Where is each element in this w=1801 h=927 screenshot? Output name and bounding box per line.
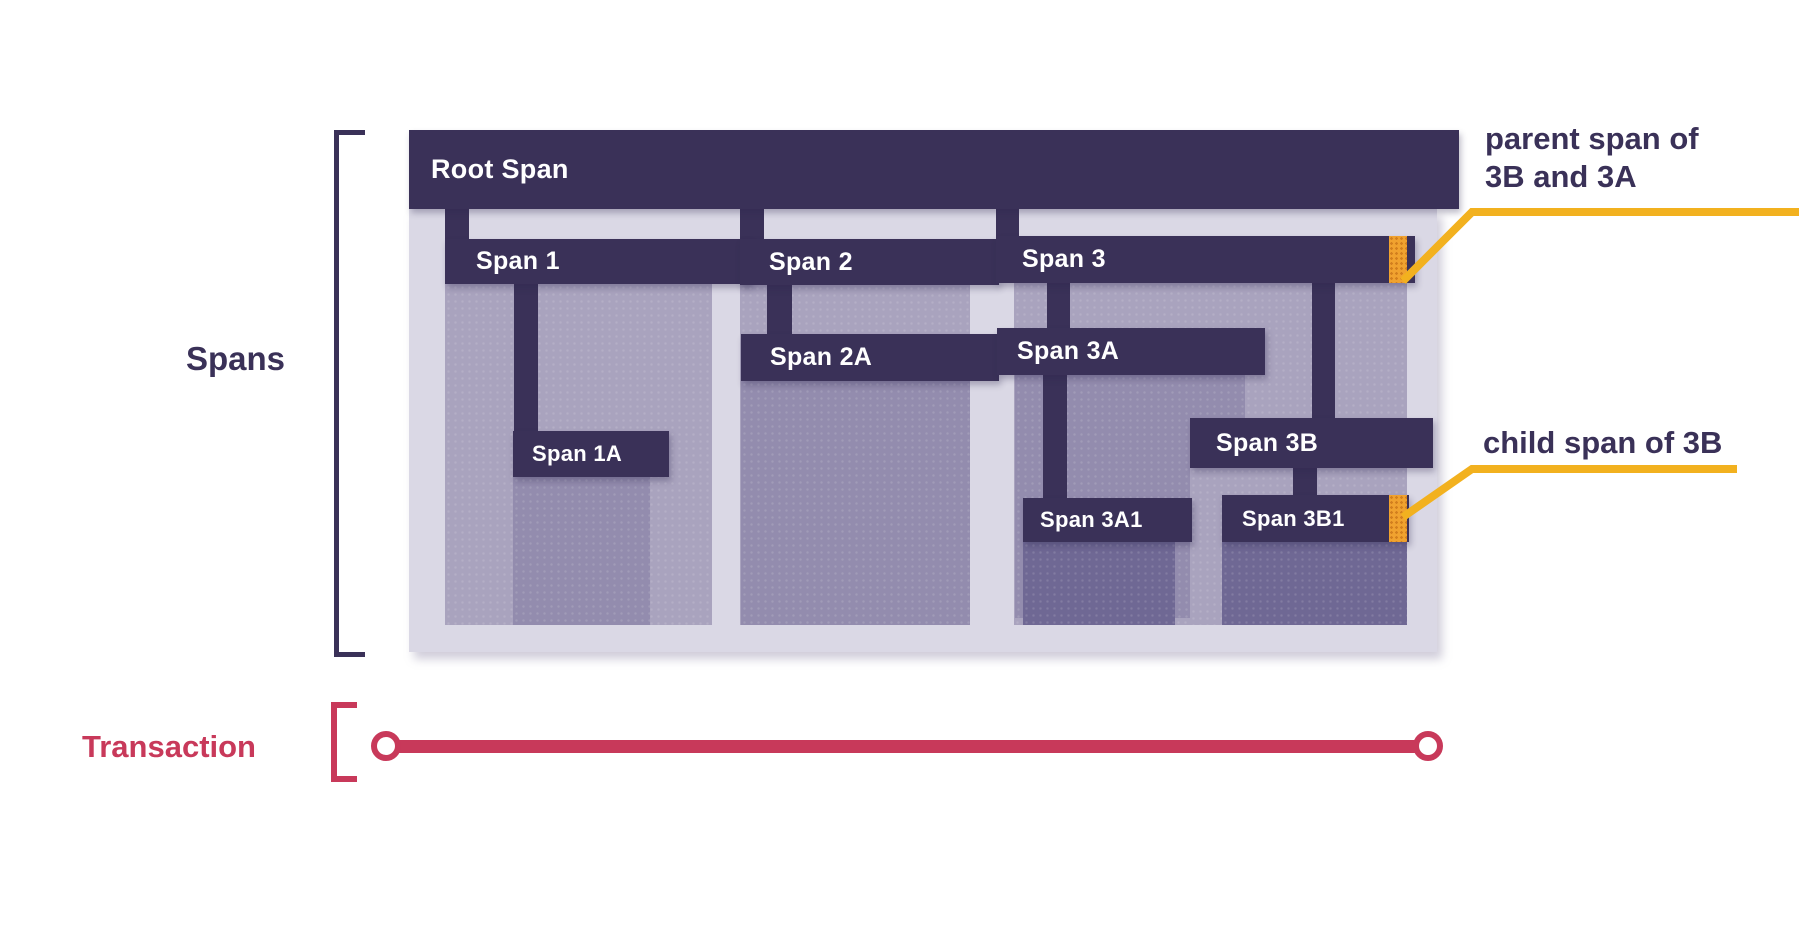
- transaction-start-dot: [371, 731, 401, 761]
- transaction-timeline: [399, 740, 1415, 753]
- span-2a-label: Span 2A: [770, 343, 873, 371]
- connector-span3a-to-span3a1: [1043, 375, 1067, 498]
- connector-span2-to-span2a: [767, 285, 792, 334]
- span-1-label: Span 1: [476, 247, 560, 275]
- span-2a-bar: Span 2A: [741, 334, 999, 381]
- connector-root-to-span3: [996, 208, 1019, 238]
- parent-annotation-line: [1400, 208, 1799, 284]
- connector-span3-to-span3b: [1312, 283, 1335, 418]
- span-3b1-bar: Span 3B1: [1222, 495, 1409, 542]
- parent-span-note: parent span of 3B and 3A: [1485, 120, 1699, 196]
- spans-bracket-bottom-cap: [334, 652, 365, 657]
- span-3b1-duration-fill: [1222, 542, 1407, 625]
- transaction-bracket-vertical: [331, 702, 337, 782]
- parent-span-note-line1: parent span of: [1485, 121, 1699, 156]
- span-1a-label: Span 1A: [532, 441, 623, 466]
- span-3-parent-highlight: [1389, 236, 1407, 283]
- child-span-note: child span of 3B: [1483, 425, 1723, 460]
- span-3b1-label: Span 3B1: [1242, 505, 1345, 531]
- spans-bracket-top-cap: [334, 130, 365, 135]
- parent-span-note-line2: 3B and 3A: [1485, 159, 1637, 194]
- span-3b1-child-highlight: [1389, 495, 1407, 542]
- span-3a1-duration-fill: [1023, 542, 1175, 625]
- connector-span3b-to-span3b1: [1293, 468, 1317, 495]
- transaction-label: Transaction: [82, 729, 256, 764]
- root-span-label: Root Span: [431, 154, 569, 184]
- transaction-end-dot: [1413, 731, 1443, 761]
- spans-bracket-vertical: [334, 130, 339, 657]
- span-3-bar: Span 3: [996, 236, 1415, 283]
- transaction-bracket-bottom-cap: [331, 776, 357, 782]
- span-3a1-bar: Span 3A1: [1023, 498, 1192, 542]
- span-2-label: Span 2: [769, 247, 853, 276]
- span-1a-bar: Span 1A: [513, 431, 669, 477]
- span-1-bar: Span 1: [445, 239, 751, 284]
- span-3-label: Span 3: [1022, 245, 1106, 273]
- span-1a-duration-fill: [513, 477, 650, 625]
- transaction-bracket-top-cap: [331, 702, 357, 708]
- span-3a1-label: Span 3A1: [1040, 507, 1143, 532]
- span-3a-bar: Span 3A: [997, 328, 1265, 375]
- root-span-bar: Root Span: [409, 130, 1459, 209]
- span-3a-label: Span 3A: [1017, 337, 1120, 365]
- connector-root-to-span2: [740, 208, 764, 241]
- connector-span3-to-span3a: [1047, 283, 1070, 328]
- connector-span1-to-span1a: [514, 284, 538, 431]
- connector-root-to-span1: [445, 208, 469, 242]
- span-2-bar: Span 2: [740, 239, 999, 285]
- span-2a-duration-fill: [741, 381, 970, 625]
- span-3b-bar: Span 3B: [1190, 418, 1433, 468]
- span-3b-label: Span 3B: [1216, 428, 1319, 457]
- child-annotation-line: [1400, 465, 1737, 521]
- spans-label: Spans: [186, 340, 286, 377]
